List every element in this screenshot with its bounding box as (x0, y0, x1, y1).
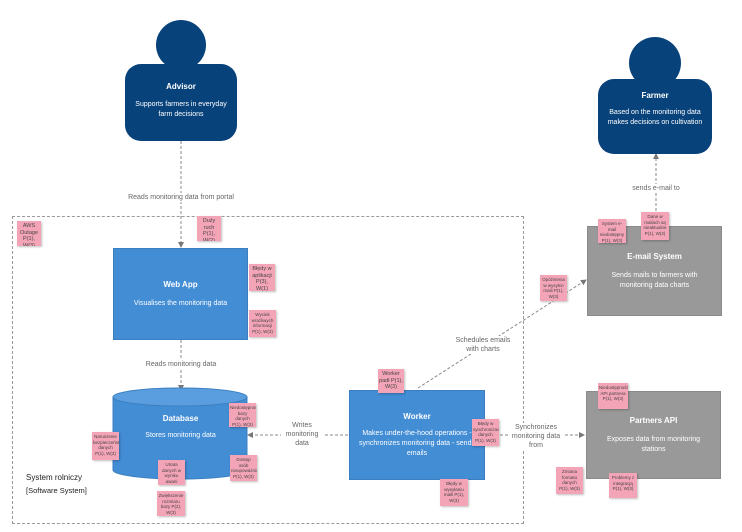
worker-description: Makes under-the-hood operations - synchr… (359, 429, 475, 457)
advisor-head-icon (156, 20, 206, 70)
farmer-person[interactable]: Farmer Based on the monitoring data make… (598, 79, 712, 154)
label-webapp-db: Reads monitoring data (138, 360, 224, 369)
note-db-data-loss: Utrata danych w wyniku awarii systemu P(… (158, 460, 185, 485)
webapp-description: Visualises the monitoring data (133, 299, 228, 307)
note-email-unavailable: System e-mail niedostępny P(1), W(3) (598, 219, 626, 243)
note-email-stale: Dane w mailach są nieaktualne P(1), W(2) (641, 212, 669, 240)
advisor-name: Advisor (166, 82, 196, 91)
partners-api-description: Exposes data from monitoring stations (607, 435, 700, 453)
worker-container[interactable]: Worker Makes under-the-hood operations -… (349, 390, 485, 480)
farmer-name: Farmer (641, 91, 669, 100)
note-bledy-aplikacji: Błędy w aplikacji P(3), W(1) (249, 264, 275, 291)
database-name: Database (162, 414, 199, 423)
partners-api-name: Partners API (629, 415, 678, 425)
note-worker-email-delay: Opóźnienia w wysyłce maili P(1), W(3) (540, 275, 567, 301)
note-partners-integration: Problemy z integracją P(1), W(3) (609, 473, 637, 498)
label-advisor-webapp: Reads monitoring data from portal (121, 193, 241, 202)
system-boundary (12, 216, 524, 524)
label-worker-email: Schedules emails with charts (452, 336, 514, 354)
email-system[interactable]: E-mail System Sends mails to farmers wit… (587, 226, 722, 316)
webapp-name: Web App (163, 279, 198, 289)
note-worker-mail: Błędy w wysyłaniu maili P(1), W(3) (440, 479, 468, 506)
note-db-security: Naruszenie bezpieczeństwa danych P(1), W… (92, 432, 119, 460)
system-boundary-type: [Software System] (26, 486, 87, 495)
label-worker-db: Writes monitoring data (281, 421, 323, 448)
database-description: Stores monitoring data (145, 432, 216, 439)
advisor-person[interactable]: Advisor Supports farmers in everyday far… (125, 64, 237, 141)
email-system-name: E-mail System (627, 251, 682, 261)
note-db-size: Zwiększenie rozmiaru bazy P(2), W(3) (157, 491, 185, 516)
note-duzy-ruch: Duży ruch P(1), W(2) (197, 216, 221, 241)
note-partners-unavailable: Niedostępność API partnera P(1), W(3) (598, 383, 628, 409)
advisor-description: Supports farmers in everyday farm decisi… (135, 101, 227, 118)
email-system-description: Sends mails to farmers with monitoring d… (611, 271, 698, 289)
farmer-description: Based on the monitoring data makes decis… (607, 109, 703, 126)
label-email-farmer: sends e-mail to (624, 184, 688, 193)
worker-name: Worker (403, 411, 431, 421)
note-aws-outage: AWS Outage P(1), W(3) (17, 221, 41, 246)
database-container[interactable]: Database Stores monitoring data (113, 414, 248, 464)
webapp-container[interactable]: Web App Visualises the monitoring data (113, 248, 248, 340)
note-worker-down: Worker padł P(1), W(3) (378, 369, 404, 393)
note-webapp-leak: Wyciek wrażliwych informacji P(1), W(3) (249, 310, 276, 337)
label-worker-partners: Synchronizes monitoring data from (508, 423, 564, 450)
note-partners-format: Zmiana formatu danych P(1), W(3) (556, 467, 583, 494)
note-db-availability: Niedostępność bazy danych P(1), W(3) (229, 403, 256, 427)
note-worker-sync: Błędy w synchronizacji danych P(1), W(3) (472, 419, 499, 446)
note-db-access: Dostęp osób nieupoważnionych P(1), W(3) (230, 455, 257, 481)
system-boundary-name: System rolniczy (26, 473, 83, 482)
